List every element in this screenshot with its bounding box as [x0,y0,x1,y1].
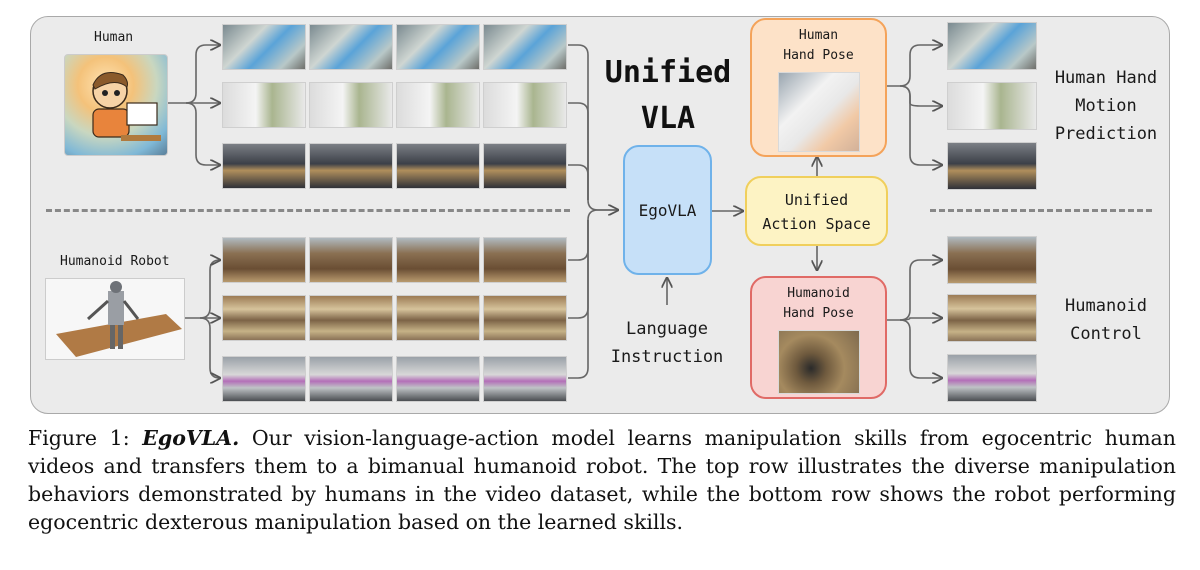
action-line-2: Action Space [762,215,871,233]
human-video-frame [222,143,306,189]
robot-video-frame [222,237,306,283]
caption-prefix: Figure 1: [28,426,130,450]
robot-video-frame [396,237,480,283]
output-human-frame [947,22,1037,70]
human-video-frame [309,143,393,189]
robot-video-frame [396,295,480,341]
human-label: Human [94,30,134,45]
humanoid-robot-image [45,278,185,360]
output-human-label: Human Hand Motion Prediction [1046,64,1166,148]
robot-label: Humanoid Robot [60,254,170,269]
robot-pose-line-2: Hand Pose [783,306,854,321]
language-instruction-label: Language Instruction [600,315,734,371]
human-video-frame [309,24,393,70]
unified-vla-title: Unified VLA [596,50,740,142]
output-robot-frame [947,236,1037,284]
separator-right [930,209,1152,212]
caption-text: Our vision-language-action model learns … [28,426,1176,534]
language-line-2: Instruction [610,347,724,367]
human-video-frame [483,82,567,128]
human-video-frame [222,24,306,70]
output-human-line-2: Motion [1075,96,1137,116]
action-line-1: Unified [784,191,849,209]
diagram-arrows [168,0,1200,420]
output-human-frame [947,142,1037,190]
human-video-frame [483,24,567,70]
robot-video-frame [309,356,393,402]
robot-video-frame [222,356,306,402]
output-robot-line-1: Humanoid [1065,296,1147,316]
robot-video-frame [222,295,306,341]
robot-video-frame [309,295,393,341]
separator-left [46,209,570,212]
output-human-line-3: Prediction [1054,124,1158,144]
human-pose-line-2: Hand Pose [783,48,854,63]
robot-video-frame [483,295,567,341]
output-robot-frame [947,354,1037,402]
output-human-frame [947,82,1037,130]
robot-video-frame [396,356,480,402]
human-avatar-image [64,54,168,156]
human-video-frame [396,143,480,189]
egovla-model-box: EgoVLA [623,145,712,275]
figure-caption: Figure 1: EgoVLA. Our vision-language-ac… [28,424,1176,536]
robot-pose-line-1: Humanoid [787,286,850,301]
cartoon-person-icon [92,72,161,141]
human-hand-pose-image [777,72,860,152]
output-human-line-1: Human Hand [1054,68,1158,88]
title-line-2: VLA [640,101,696,136]
robot-video-frame [483,356,567,402]
human-hand-pose-box: Human Hand Pose [750,18,887,157]
title-line-1: Unified [604,55,732,90]
human-video-frame [396,82,480,128]
robot-video-frame [309,237,393,283]
output-robot-label: Humanoid Control [1046,292,1166,348]
unified-action-space-box: Unified Action Space [745,176,888,246]
robot-video-frame [483,237,567,283]
humanoid-hand-pose-box: Humanoid Hand Pose [750,276,887,399]
humanoid-hand-pose-image [777,330,860,394]
caption-model-name: EgoVLA. [142,426,240,450]
human-video-frame [396,24,480,70]
human-video-frame [483,143,567,189]
language-line-1: Language [626,319,708,339]
human-pose-line-1: Human [798,28,839,43]
human-video-frame [309,82,393,128]
output-robot-frame [947,294,1037,342]
robot-figure-icon [56,281,182,357]
model-label: EgoVLA [638,200,697,220]
output-robot-line-2: Control [1070,324,1142,344]
human-video-frame [222,82,306,128]
